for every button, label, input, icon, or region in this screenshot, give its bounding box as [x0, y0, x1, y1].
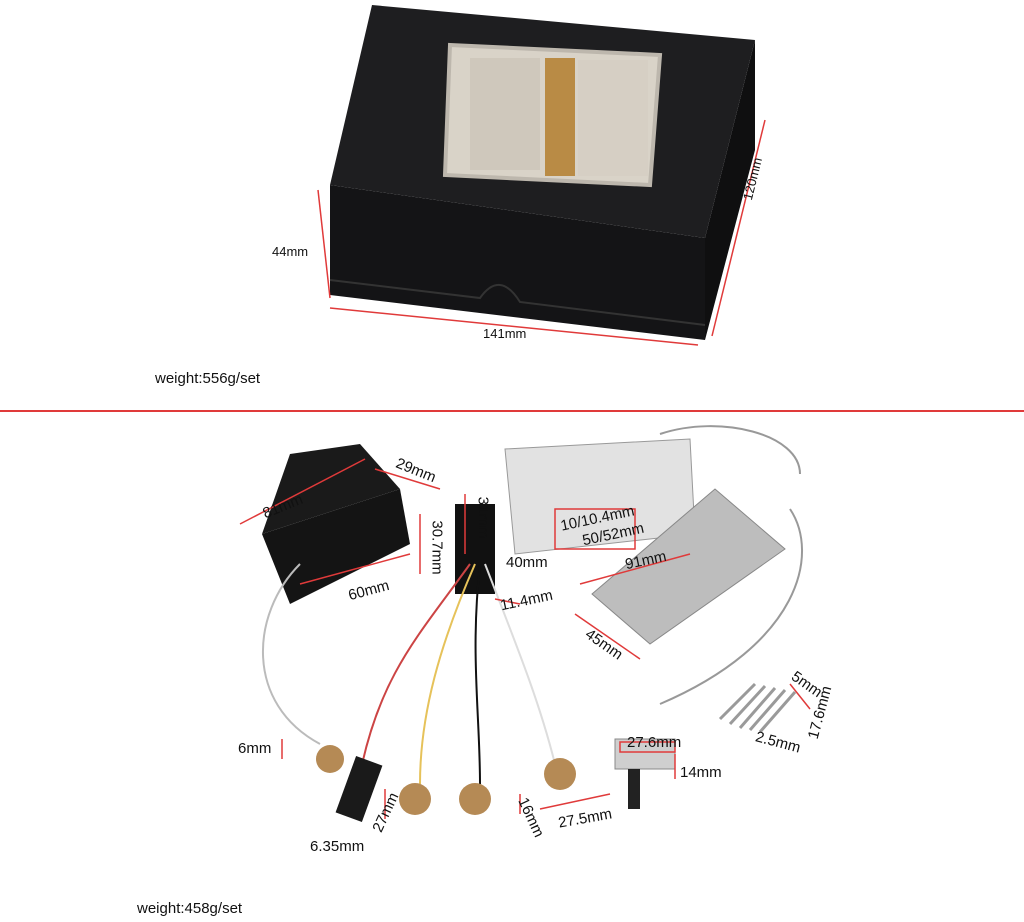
box-height-label: 44mm: [272, 244, 309, 259]
kit-weight-label: weight:458g/set: [137, 900, 243, 917]
pot-shaft-label: 6mm: [238, 740, 272, 757]
section-divider: [0, 410, 1024, 412]
jack-size-label: 6.35mm: [310, 838, 365, 855]
pickup-box-illustration: [317, 5, 766, 346]
kit-photo-panel: 81mm 29mm 30.7mm 60mm 31mm 40mm 11.4mm 1…: [0, 414, 1024, 922]
wiring-kit-illustration: [239, 425, 811, 822]
box-photo-panel: 44mm 141mm 120mm weight:556g/set: [0, 0, 1024, 412]
connector-depth-label: 40mm: [506, 554, 548, 571]
box-width-label: 141mm: [483, 326, 527, 341]
battery-box-height-label: 30.7mm: [428, 520, 446, 575]
box-weight-label: weight:556g/set: [155, 370, 261, 387]
connector-height-label: 31mm: [474, 496, 492, 539]
switch-width-label: 27.6mm: [627, 734, 682, 751]
switch-height-label: 14mm: [680, 764, 722, 781]
